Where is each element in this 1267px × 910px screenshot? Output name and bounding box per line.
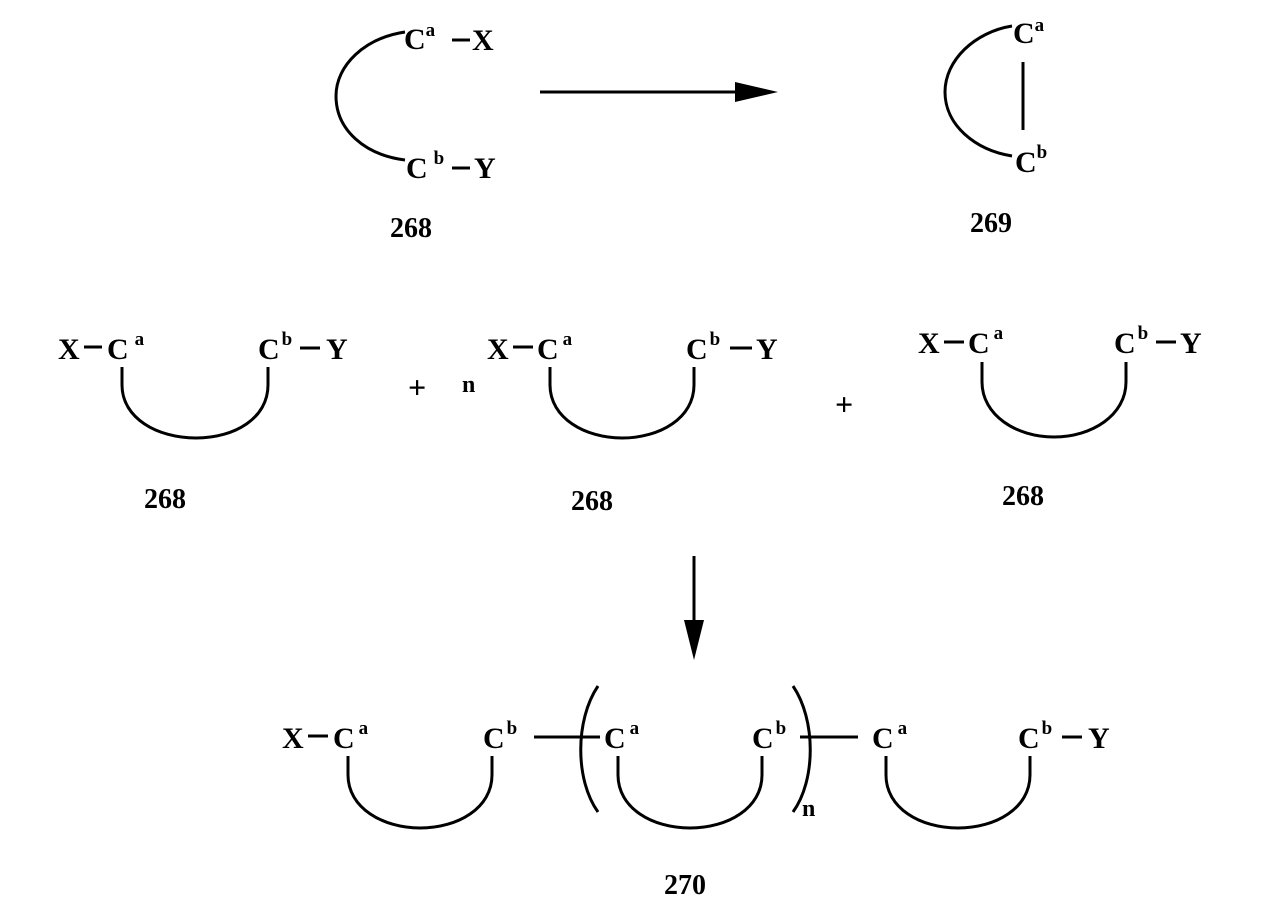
atom-ca: Ca <box>1013 15 1045 50</box>
chain-arc-repeat-unit <box>616 756 764 830</box>
reaction-arrow-right <box>540 82 778 102</box>
compound-label-268: 268 <box>571 486 613 517</box>
leaving-group-y: Y <box>1088 722 1110 755</box>
reaction-arrow-down <box>684 556 704 660</box>
chain-arc <box>548 367 696 440</box>
chain-arc <box>120 367 270 440</box>
chain-arc <box>334 30 406 162</box>
repeat-subscript-n: n <box>802 796 815 822</box>
plus-sign: + <box>408 369 426 405</box>
atom-ca: Ca <box>404 20 436 56</box>
chain-arc <box>980 362 1128 439</box>
bracket-left <box>579 685 600 813</box>
leaving-group-x: X <box>918 327 940 360</box>
leaving-group-x: X <box>487 333 509 366</box>
leaving-group-x: X <box>282 722 304 755</box>
chain-arc-end-right <box>884 756 1032 830</box>
leaving-group-x: X <box>58 333 80 366</box>
product-269: Ca Cb 269 <box>943 15 1047 239</box>
leaving-group-y: Y <box>756 333 778 366</box>
plus-sign: + <box>835 386 853 422</box>
leaving-group-y: Y <box>326 333 348 366</box>
leaving-group-y: Y <box>474 152 496 185</box>
compound-label-268: 268 <box>144 484 186 515</box>
coefficient-n: n <box>462 372 475 398</box>
bracket-right <box>791 685 812 813</box>
compound-label-268: 268 <box>390 213 432 244</box>
leaving-group-y: Y <box>1180 327 1202 360</box>
chain-arc-end-left <box>346 756 494 830</box>
compound-label-270: 270 <box>664 870 706 901</box>
compound-label-268: 268 <box>1002 481 1044 512</box>
atom-cb: Cb <box>1015 142 1047 179</box>
leaving-group-x: X <box>472 24 494 57</box>
ring-arc <box>943 24 1013 158</box>
compound-label-269: 269 <box>970 208 1012 239</box>
